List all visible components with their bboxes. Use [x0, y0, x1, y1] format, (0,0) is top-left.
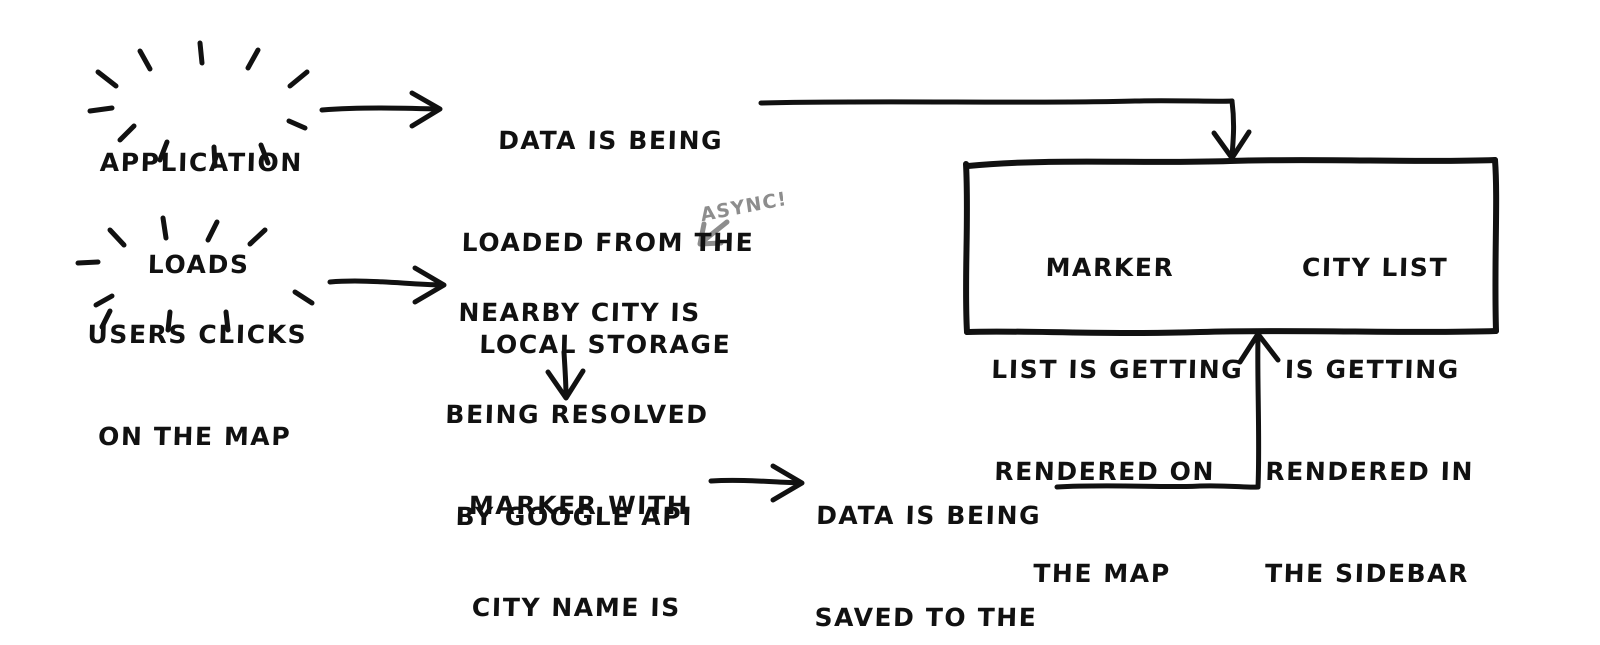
node-line: RENDERED IN — [1264, 457, 1475, 486]
node-line: APPLICATION — [99, 148, 304, 177]
edge-app-loads-to-load-storage — [319, 90, 443, 129]
node-line: MARKER WITH — [468, 491, 690, 520]
render-box-outline — [963, 157, 1500, 336]
node-line: MARKER — [1045, 253, 1175, 282]
node-line: USERS CLICKS — [87, 320, 308, 349]
node-line: THE MAP — [1032, 559, 1172, 588]
node-user-clicks: USERS CLICKS ON THE MAP — [68, 250, 323, 522]
node-line: ON THE MAP — [97, 422, 292, 451]
node-line: LIST IS GETTING — [990, 355, 1244, 384]
node-line: IS GETTING — [1284, 355, 1461, 384]
burst-user-clicks — [75, 215, 315, 333]
node-city-render: CITY LIST IS GETTING RENDERED IN THE SID… — [1249, 183, 1493, 645]
edge-resolve-city-to-marker-added — [545, 349, 586, 401]
node-line: RENDERED ON — [993, 457, 1216, 486]
edge-user-clicks-to-resolve-city — [327, 265, 447, 305]
node-marker-render: MARKER LIST IS GETTING RENDERED ON THE M… — [984, 183, 1244, 645]
node-line: THE SIDEBAR — [1264, 559, 1470, 588]
burst-app-loads — [87, 40, 310, 169]
node-line: DATA IS BEING — [497, 126, 724, 155]
node-line: NEARBY CITY IS — [458, 298, 702, 327]
node-marker-added: MARKER WITH CITY NAME IS BEING ADDED TO … — [444, 421, 706, 645]
edge-load-storage-to-render-box — [758, 98, 1252, 161]
node-line: CITY NAME IS — [471, 593, 682, 622]
edge-marker-added-to-save-storage — [708, 463, 805, 503]
async-arrow-icon — [697, 219, 730, 247]
node-line: CITY LIST — [1301, 253, 1449, 282]
